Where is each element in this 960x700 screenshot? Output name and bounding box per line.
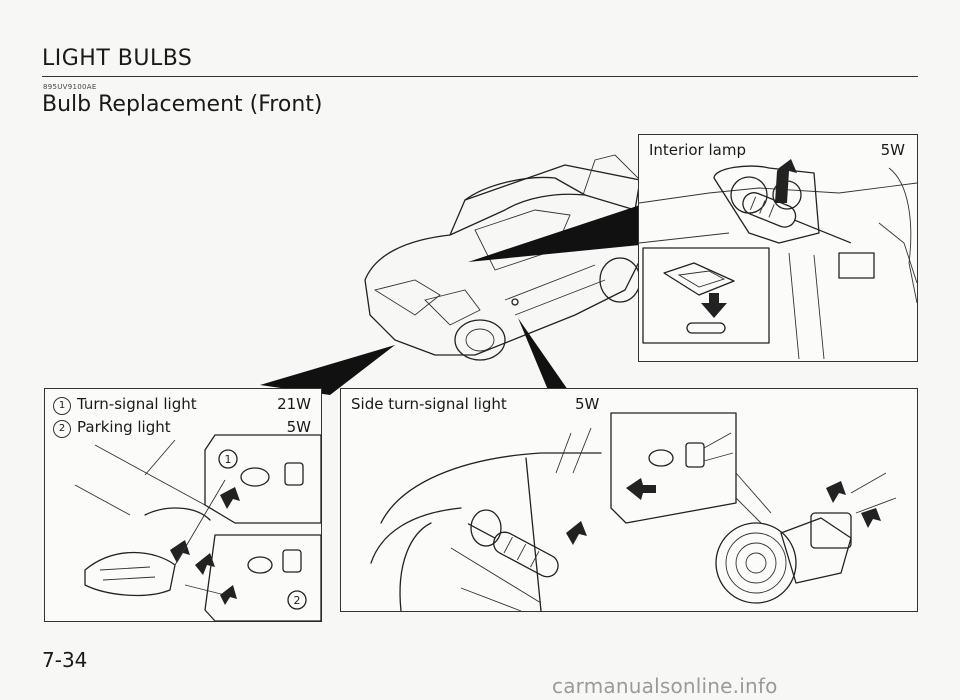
front-lights-panel: 1 Turn-signal light 21W 2 Parking light 5W… <box>44 388 322 622</box>
interior-lamp-wattage: 5W <box>880 141 905 159</box>
parking-light-label: Parking light <box>77 418 171 436</box>
callout-1-label: 1 <box>225 453 232 466</box>
front-lights-diagram: 1 2 <box>74 434 322 622</box>
document-code: 895UV9100AE <box>43 83 97 91</box>
parking-light-wattage: 5W <box>286 418 311 436</box>
side-turn-signal-wattage: 5W <box>575 395 600 413</box>
side-turn-signal-diagram <box>370 412 897 612</box>
section-title: LIGHT BULBS <box>42 46 193 71</box>
interior-lamp-diagram <box>638 159 918 360</box>
side-turn-signal-label: Side turn-signal light <box>351 395 507 413</box>
side-turn-signal-panel: Side turn-signal light 5W <box>340 388 918 612</box>
title-rule <box>42 76 918 77</box>
turn-signal-row: 1 Turn-signal light 21W <box>53 395 311 415</box>
interior-lamp-label: Interior lamp <box>649 141 746 159</box>
callout-1-marker: 1 <box>53 397 71 415</box>
callout-2-marker: 2 <box>53 420 71 438</box>
page-heading: Bulb Replacement (Front) <box>42 92 323 117</box>
watermark: carmanualsonline.info <box>552 674 778 698</box>
page-number: 7-34 <box>42 648 88 672</box>
interior-lamp-panel: Interior lamp 5W <box>638 134 918 362</box>
parking-light-row: 2 Parking light 5W <box>53 418 311 438</box>
turn-signal-label: Turn-signal light <box>77 395 197 413</box>
turn-signal-wattage: 21W <box>277 395 311 413</box>
callout-2-label: 2 <box>294 594 301 607</box>
